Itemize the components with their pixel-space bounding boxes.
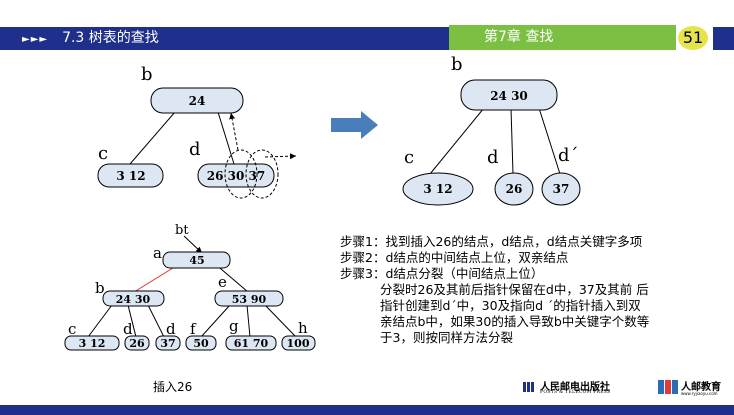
label-f: f — [190, 320, 197, 338]
chapter-label: 第7章 查找 — [449, 25, 676, 50]
page-number: 51 — [678, 26, 708, 50]
step-3-detail-line2: 指针创建到d´中，30及指向d ´的指针插入到双 — [380, 298, 641, 313]
node-g-keys: 61 70 — [234, 337, 269, 350]
section-title: ►►► 7.3 树表的查找 — [22, 27, 159, 50]
right-arrow-icon — [331, 111, 378, 139]
label-c: c — [68, 320, 76, 338]
step-3-detail: 分裂时26及其前后指针保留在d中，37及其前 后 指针创建到d´中，30及指向d… — [380, 282, 715, 346]
node-b-keys: 24 30 — [116, 293, 151, 306]
label-e: e — [218, 273, 227, 291]
label-d2-after: d´ — [558, 145, 579, 166]
node-c-before-keys: 3 12 — [116, 169, 145, 183]
label-d-before: d — [189, 139, 201, 160]
node-a — [162, 251, 231, 269]
label-h: h — [298, 319, 308, 337]
step-3-detail-line4: 于3，则按同样方法分裂 — [380, 330, 513, 345]
node-d2 — [155, 335, 181, 351]
education-brand: 人邮教育 — [681, 382, 721, 393]
education-url: www.ryjiaoyu.com — [681, 391, 718, 396]
label-b-before: b — [141, 64, 153, 85]
node-c-after-keys: 3 12 — [423, 182, 452, 196]
node-h — [281, 335, 316, 351]
step-2: 步骤2：d结点的中间结点上位，双亲结点 — [340, 250, 569, 265]
node-c-before — [97, 163, 164, 188]
node-f — [185, 335, 217, 351]
node-c-keys: 3 12 — [79, 337, 106, 350]
dashed-ellipse-30 — [224, 149, 258, 199]
label-d: d — [123, 320, 133, 338]
node-root-before — [150, 87, 244, 114]
label-b: b — [95, 279, 105, 297]
section-title-text: 7.3 树表的查找 — [62, 30, 159, 46]
node-b — [102, 290, 165, 307]
node-root-after-keys: 24 30 — [490, 89, 528, 103]
footer-bar — [0, 405, 734, 415]
posts-telecom-logo-icon — [523, 382, 534, 392]
node-d2-after — [541, 172, 581, 206]
node-d-before — [197, 163, 275, 188]
node-f-keys: 50 — [193, 337, 209, 350]
label-d2: d — [166, 320, 176, 338]
triple-arrow-icon: ►►► — [22, 34, 49, 45]
publisher-name-en: POSTS & TELECOM PRESS — [540, 390, 611, 395]
tree-after: 24 30 b 3 12 c 26 d 37 d´ — [402, 54, 581, 206]
label-c-before: c — [98, 143, 108, 164]
step-3-detail-line3: 亲结点b中，如果30的插入导致b中关键字个数等 — [380, 314, 650, 329]
example-caption: 插入26 — [153, 380, 193, 394]
node-e — [214, 290, 284, 307]
node-d-after-keys: 26 — [506, 182, 523, 196]
label-c-after: c — [404, 147, 414, 168]
node-c — [64, 335, 120, 351]
node-d2-keys: 37 — [160, 337, 175, 350]
label-d-after: d — [487, 147, 499, 168]
publisher-name: 人民邮电出版社 — [540, 382, 610, 393]
node-root-before-keys: 24 — [189, 94, 206, 108]
label-a: a — [153, 244, 162, 262]
node-d — [124, 335, 150, 351]
step-3: 步骤3：d结点分裂（中间结点上位） — [340, 266, 544, 281]
steps-panel: 步骤1：找到插入26的结点，d结点，d结点关键字多项 步骤2：d结点的中间结点上… — [340, 234, 715, 346]
step-1: 步骤1：找到插入26的结点，d结点，d结点关键字多项 — [340, 234, 643, 249]
ryjiaoyu-logo-icon — [658, 380, 678, 394]
node-d-keys: 26 — [129, 337, 145, 350]
node-e-keys: 53 90 — [232, 293, 267, 306]
tree-example: bt 45 a 24 30 b 53 90 e 3 12 c 26 d 37 d… — [64, 223, 316, 351]
node-h-keys: 100 — [287, 337, 310, 350]
label-bt: bt — [175, 223, 189, 238]
node-d-after — [494, 172, 534, 206]
node-d-before-keys: 26 30 37 — [207, 169, 265, 183]
node-g — [225, 335, 277, 351]
tree-before: 24 b 3 12 c 26 30 37 d — [97, 64, 297, 199]
publisher-logos: 人民邮电出版社 POSTS & TELECOM PRESS 人邮教育 www.r… — [522, 378, 722, 400]
dashed-ellipse-37 — [245, 149, 279, 199]
step-3-detail-line1: 分裂时26及其前后指针保留在d中，37及其前 后 — [380, 282, 649, 297]
label-g: g — [229, 317, 239, 335]
node-c-after — [402, 172, 474, 206]
node-a-keys: 45 — [189, 254, 204, 267]
label-b-after: b — [451, 54, 463, 75]
node-d2-after-keys: 37 — [553, 182, 570, 196]
node-root-after — [460, 79, 558, 111]
